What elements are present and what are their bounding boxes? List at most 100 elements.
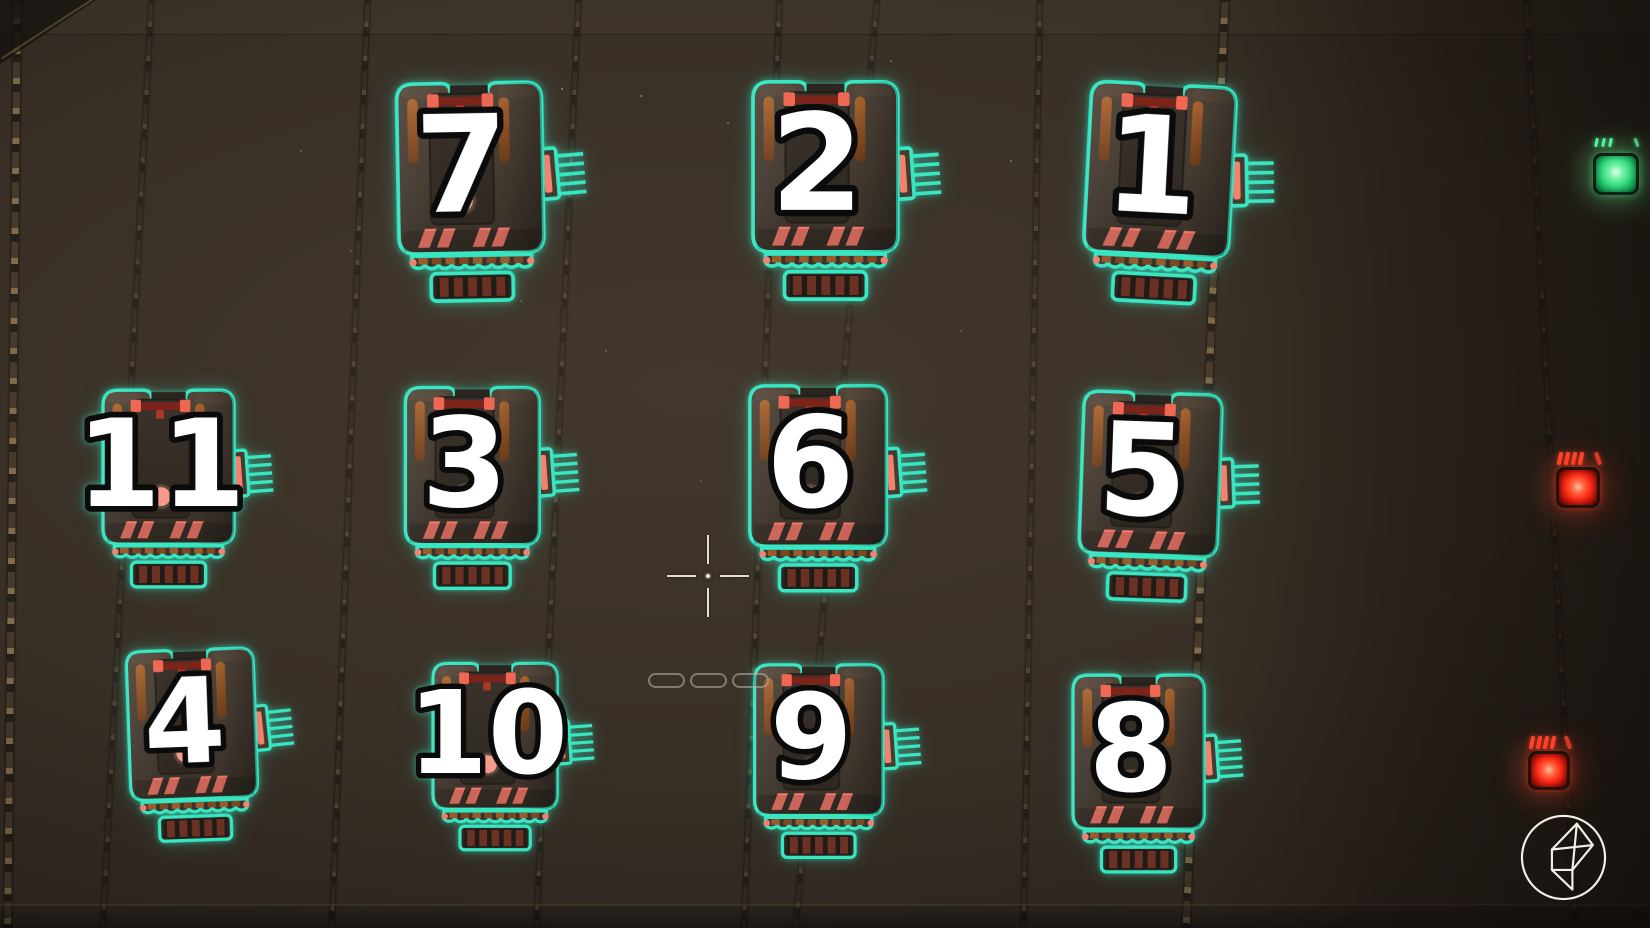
charge-device-9[interactable]: 9 bbox=[736, 650, 922, 873]
crosshair-center-dot bbox=[704, 572, 712, 580]
charge-graphic: 1 bbox=[1082, 79, 1275, 306]
base-dot-left bbox=[112, 548, 119, 556]
base-plate bbox=[112, 544, 225, 559]
base-dot-left bbox=[441, 813, 448, 820]
body-shading bbox=[754, 664, 883, 816]
foot-ribs bbox=[1120, 276, 1188, 300]
red-light-lens[interactable] bbox=[1528, 751, 1570, 790]
charge-number: 9 bbox=[770, 669, 853, 807]
charge-graphic: 9 bbox=[752, 663, 922, 860]
base-segments bbox=[449, 812, 540, 819]
charge-graphic: 4 bbox=[124, 646, 295, 843]
charge-device-3[interactable]: 3 bbox=[386, 372, 580, 605]
green-light-lens[interactable] bbox=[1593, 153, 1639, 195]
floor-shadow bbox=[0, 905, 1650, 928]
body-shading bbox=[433, 663, 558, 810]
base-segments bbox=[120, 547, 216, 554]
base-segments bbox=[422, 548, 520, 555]
light-status-ticks bbox=[1587, 136, 1647, 150]
base-dot-left bbox=[762, 256, 771, 264]
base-dot-right bbox=[880, 256, 888, 264]
base-segments bbox=[1101, 255, 1207, 268]
foot-ribs bbox=[1109, 850, 1169, 869]
base-plate bbox=[763, 252, 888, 269]
base-segments bbox=[771, 819, 865, 825]
light-status-ticks bbox=[1550, 450, 1608, 466]
crosshair-bottom-arm bbox=[707, 588, 709, 617]
base-dot-left bbox=[409, 258, 417, 267]
body-shading bbox=[1083, 81, 1237, 258]
base-segments bbox=[767, 550, 867, 557]
body-lower-shadow bbox=[758, 795, 880, 814]
hud-pip bbox=[690, 673, 727, 688]
charge-number: 2 bbox=[770, 85, 864, 242]
logo-facets-lower bbox=[1550, 848, 1574, 891]
foot-ribs bbox=[787, 568, 850, 587]
charge-graphic: 2 bbox=[751, 79, 942, 301]
charge-device-5[interactable]: 5 bbox=[1057, 374, 1265, 621]
side-connector bbox=[1227, 153, 1275, 208]
base-dot-left bbox=[414, 549, 422, 556]
wall-top-panel-band bbox=[0, 0, 1650, 35]
body-lower-shadow bbox=[106, 523, 231, 543]
base-dot-right bbox=[1188, 833, 1196, 841]
charge-device-7[interactable]: 7 bbox=[375, 64, 589, 320]
charge-device-6[interactable]: 6 bbox=[730, 370, 928, 608]
base-dot-right bbox=[526, 256, 535, 265]
charge-graphic: 10 bbox=[402, 662, 595, 852]
logo-facets-upper bbox=[1550, 822, 1594, 872]
base-plate bbox=[442, 809, 548, 824]
hud-pip bbox=[732, 673, 769, 688]
body-shading bbox=[103, 390, 235, 545]
base-dot-left bbox=[1087, 557, 1095, 565]
base-dot-right bbox=[867, 819, 875, 827]
base-plate bbox=[1093, 251, 1218, 274]
base-dot-left bbox=[140, 804, 147, 812]
body-shading bbox=[1079, 391, 1222, 557]
base-segments bbox=[1090, 832, 1186, 839]
light-status-ticks bbox=[1522, 734, 1578, 750]
base-plate bbox=[415, 544, 530, 560]
base-dot-right bbox=[523, 549, 531, 556]
status-tick bbox=[1535, 735, 1543, 750]
foot-ribs bbox=[439, 276, 506, 297]
body-lower-shadow bbox=[753, 524, 883, 545]
polygon-logo bbox=[1520, 814, 1607, 901]
base-plate bbox=[140, 797, 249, 815]
base-dot-left bbox=[1092, 256, 1101, 264]
base-segments bbox=[771, 256, 877, 263]
hud-pip bbox=[648, 673, 685, 688]
status-tick bbox=[1556, 451, 1564, 466]
base-dot-left bbox=[1082, 833, 1089, 841]
charge-device-10[interactable]: 10 bbox=[402, 649, 595, 865]
body-shading bbox=[126, 648, 258, 801]
crosshair-top-arm bbox=[707, 535, 709, 564]
charge-graphic: 11 bbox=[71, 387, 274, 589]
side-connector bbox=[534, 447, 580, 498]
charge-number: 5 bbox=[1096, 395, 1190, 547]
red-light-lens[interactable] bbox=[1556, 467, 1600, 508]
status-tick bbox=[1549, 735, 1557, 750]
status-tick bbox=[1594, 137, 1599, 148]
charge-device-11[interactable]: 11 bbox=[71, 375, 274, 603]
base-dot-right bbox=[218, 548, 226, 556]
base-plate bbox=[1082, 829, 1195, 844]
charge-graphic: 7 bbox=[394, 79, 587, 303]
body-lower-shadow bbox=[1082, 530, 1214, 556]
charge-number: 6 bbox=[766, 389, 854, 537]
foot-ribs bbox=[467, 829, 524, 847]
foot-ribs bbox=[166, 818, 225, 838]
charge-device-4[interactable]: 4 bbox=[107, 632, 299, 859]
hud-ammo-pips bbox=[648, 673, 774, 688]
charge-device-8[interactable]: 8 bbox=[1054, 660, 1244, 888]
status-tick bbox=[1563, 735, 1573, 750]
body-lower-shadow bbox=[1076, 808, 1201, 828]
charge-device-1[interactable]: 1 bbox=[1059, 63, 1282, 326]
charge-device-2[interactable]: 2 bbox=[732, 65, 942, 317]
charge-number: 10 bbox=[408, 667, 568, 801]
foot-ribs bbox=[789, 836, 849, 854]
status-tick bbox=[1570, 451, 1578, 466]
wall-seam bbox=[329, 0, 370, 928]
base-dot-right bbox=[870, 550, 878, 558]
side-connector bbox=[536, 146, 587, 202]
